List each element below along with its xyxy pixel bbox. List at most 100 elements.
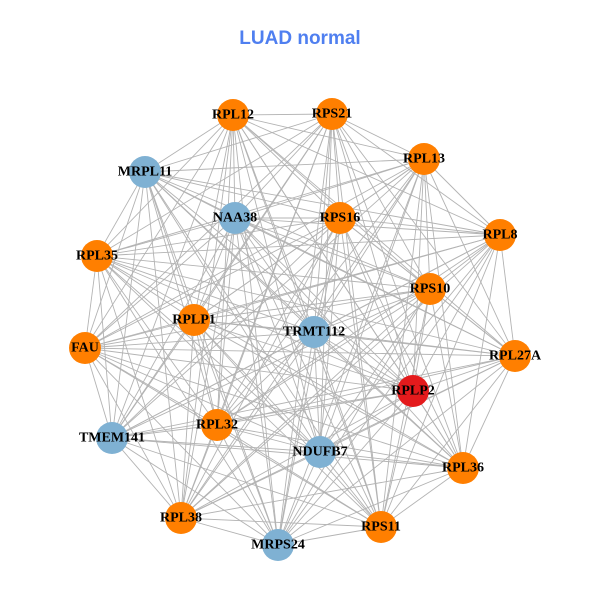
edge [232,114,315,333]
node-circle [96,422,128,454]
node-rplp2[interactable]: RPLP2 [391,375,435,407]
edge [313,331,414,392]
edge [331,113,431,290]
edge [84,217,341,349]
edge [96,217,236,257]
node-circle [217,99,249,131]
node-rpl8[interactable]: RPL8 [483,219,518,251]
edge [180,467,464,519]
edge [180,451,321,519]
edge [96,255,431,290]
edge [111,355,516,439]
node-rpl32[interactable]: RPL32 [196,409,238,441]
node-circle [414,273,446,305]
node-label: RPL36 [442,461,484,476]
edge [313,217,341,333]
edge [339,217,501,236]
edge [180,288,431,519]
node-rpl38[interactable]: RPL38 [160,502,202,534]
edge [277,526,382,546]
edge [234,158,425,219]
node-label: RPS21 [312,107,352,122]
node-rps16[interactable]: RPS16 [320,202,360,234]
edge [144,171,321,453]
node-label: MRPL11 [118,165,172,180]
node-tmem141[interactable]: TMEM141 [79,422,145,454]
node-rpl13[interactable]: RPL13 [403,143,445,175]
edge [96,255,315,333]
edge [84,347,516,357]
edge [216,390,414,426]
edge [144,171,431,290]
edge [144,171,182,519]
edge [277,158,425,546]
node-ndufb7[interactable]: NDUFB7 [292,436,348,468]
edge [313,113,333,333]
edge [234,217,516,357]
edge [193,319,321,453]
node-rps21[interactable]: RPS21 [312,98,352,130]
edge [234,113,333,219]
node-rpl12[interactable]: RPL12 [212,99,254,131]
edge [96,255,321,453]
node-circle [499,340,531,372]
node-circle [316,98,348,130]
edge [180,390,414,519]
node-rpl27a[interactable]: RPL27A [489,340,542,372]
node-circle [298,316,330,348]
node-rpl35[interactable]: RPL35 [76,240,118,272]
node-circle [324,202,356,234]
node-label: NDUFB7 [292,445,347,460]
edge [96,113,333,257]
edge [84,347,279,546]
node-circle [447,452,479,484]
edge [216,288,431,426]
node-label: TMEM141 [79,431,145,446]
edge [96,114,234,257]
node-rps11[interactable]: RPS11 [361,511,401,543]
edge [180,355,516,519]
node-rps10[interactable]: RPS10 [410,273,450,305]
edge [180,331,315,519]
node-label: RPL27A [489,349,542,364]
edge [412,288,431,392]
node-rpl36[interactable]: RPL36 [442,452,484,484]
edge [193,319,414,392]
node-mrpl11[interactable]: MRPL11 [118,156,172,188]
edge [331,113,501,236]
edge [111,437,321,453]
node-circle [365,511,397,543]
edge [216,234,501,426]
edge [423,158,501,236]
edge [319,451,382,528]
edge [232,114,341,219]
edge [111,113,333,439]
node-circle [262,529,294,561]
edge [277,217,341,546]
edge [412,234,501,392]
edge [180,319,195,519]
node-trmt112[interactable]: TRMT112 [283,316,345,348]
edge [216,424,321,453]
node-mrps24[interactable]: MRPS24 [251,529,305,561]
edge [84,347,182,519]
node-label: RPS11 [361,520,401,535]
edge [216,331,315,426]
edge [111,319,195,439]
edge [144,171,382,528]
edge [319,451,464,469]
edge [111,437,464,469]
node-circle [304,436,336,468]
edge [111,437,182,519]
node-naa38[interactable]: NAA38 [213,202,257,234]
edge [180,517,382,528]
node-fau[interactable]: FAU [69,332,101,364]
edge [234,217,279,546]
node-rplp1[interactable]: RPLP1 [172,304,216,336]
edge [232,113,333,116]
edge [313,288,431,333]
edge [144,171,195,321]
edge [499,234,516,357]
edge [84,347,321,453]
node-circle [397,375,429,407]
